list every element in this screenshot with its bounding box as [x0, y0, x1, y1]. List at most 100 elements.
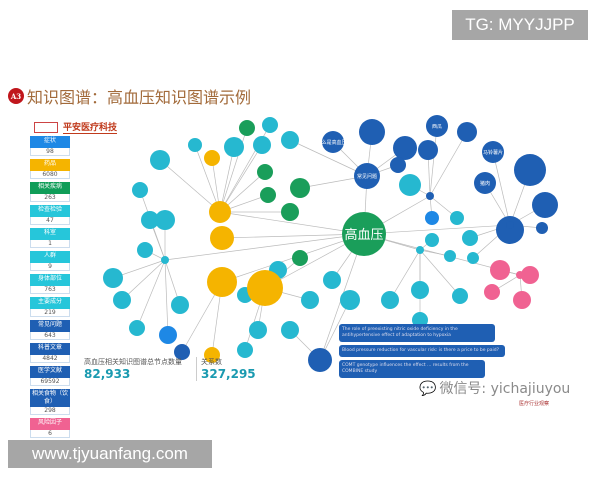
graph-node[interactable] — [281, 203, 299, 221]
graph-node[interactable] — [399, 174, 421, 196]
relation-count-value: 327,295 — [201, 367, 256, 381]
graph-node[interactable] — [457, 122, 477, 142]
graph-node[interactable] — [159, 326, 177, 344]
graph-node[interactable] — [204, 347, 220, 363]
graph-node[interactable] — [262, 117, 278, 133]
graph-node[interactable] — [506, 221, 514, 229]
graph-node[interactable] — [516, 271, 524, 279]
graph-node[interactable] — [113, 291, 131, 309]
graph-node[interactable] — [462, 230, 478, 246]
graph-node[interactable] — [103, 268, 123, 288]
wechat-watermark: 💬微信号: yichajiuyou — [419, 381, 570, 398]
graph-node[interactable] — [308, 348, 332, 372]
legend-value: 643 — [30, 332, 70, 340]
graph-node[interactable] — [425, 211, 439, 225]
graph-node[interactable] — [132, 182, 148, 198]
graph-node[interactable] — [467, 252, 479, 264]
graph-node[interactable] — [390, 157, 406, 173]
logo-mark — [34, 121, 58, 133]
graph-node[interactable] — [425, 233, 439, 247]
graph-node[interactable] — [322, 131, 344, 153]
graph-edge — [164, 233, 365, 261]
graph-node[interactable] — [359, 119, 385, 145]
graph-node[interactable] — [323, 271, 341, 289]
graph-node[interactable] — [474, 172, 496, 194]
graph-node[interactable] — [381, 291, 399, 309]
graph-node[interactable] — [150, 150, 170, 170]
graph-node[interactable] — [249, 321, 267, 339]
graph-node[interactable] — [496, 216, 524, 244]
graph-node-label: 常见问题 — [357, 173, 377, 180]
graph-node[interactable] — [210, 226, 234, 250]
graph-node[interactable] — [290, 178, 310, 198]
graph-node[interactable] — [450, 211, 464, 225]
legend-label: 药品 — [30, 159, 70, 171]
graph-node[interactable] — [239, 120, 255, 136]
graph-node[interactable] — [137, 242, 153, 258]
graph-node[interactable] — [257, 164, 273, 180]
graph-node[interactable] — [161, 256, 169, 264]
node-count-value: 82,933 — [84, 367, 131, 381]
graph-node[interactable] — [416, 246, 424, 254]
legend-label: 人群 — [30, 251, 70, 263]
graph-node-label: 猪肉 — [480, 180, 490, 187]
graph-node[interactable] — [155, 210, 175, 230]
graph-node[interactable] — [342, 212, 386, 256]
graph-node[interactable] — [247, 270, 283, 306]
legend-label: 科室 — [30, 228, 70, 240]
graph-node[interactable] — [253, 136, 271, 154]
graph-node[interactable] — [129, 320, 145, 336]
graph-node[interactable] — [188, 138, 202, 152]
graph-node[interactable] — [418, 140, 438, 160]
graph-edge — [194, 144, 221, 213]
graph-node[interactable] — [354, 163, 380, 189]
graph-node[interactable] — [340, 290, 360, 310]
graph-node[interactable] — [426, 192, 434, 200]
graph-node[interactable] — [171, 296, 189, 314]
reference-card: COMT genotype influences the effect ... … — [339, 360, 485, 378]
graph-node[interactable] — [536, 222, 548, 234]
graph-node[interactable] — [141, 211, 159, 229]
graph-node[interactable] — [513, 291, 531, 309]
graph-node[interactable] — [532, 192, 558, 218]
graph-node[interactable] — [521, 266, 539, 284]
graph-edge — [419, 249, 461, 297]
graph-node[interactable] — [292, 250, 308, 266]
graph-node[interactable] — [260, 187, 276, 203]
graph-node[interactable] — [393, 136, 417, 160]
legend-value: 1 — [30, 240, 70, 248]
graph-node[interactable] — [204, 150, 220, 166]
legend-label: 症状 — [30, 136, 70, 148]
graph-node[interactable] — [281, 131, 299, 149]
graph-edge — [429, 125, 438, 197]
legend-value: 9 — [30, 263, 70, 271]
graph-node[interactable] — [484, 284, 500, 300]
graph-node[interactable] — [411, 281, 429, 299]
wechat-sub: 医疗行业观察 — [519, 401, 550, 407]
graph-node[interactable] — [452, 288, 468, 304]
graph-node[interactable] — [482, 141, 504, 163]
legend-label: 科普文章 — [30, 343, 70, 355]
graph-node-label: 马铃薯片 — [483, 149, 503, 156]
graph-node[interactable] — [209, 201, 231, 223]
relation-count-label: 关系数 — [201, 358, 222, 366]
graph-node[interactable] — [207, 267, 237, 297]
graph-node[interactable] — [490, 260, 510, 280]
graph-node[interactable] — [281, 321, 299, 339]
graph-node[interactable] — [237, 342, 253, 358]
graph-node[interactable] — [174, 344, 190, 360]
graph-edge — [289, 139, 368, 177]
graph-node[interactable] — [426, 115, 448, 137]
graph-node[interactable] — [224, 137, 244, 157]
graph-node[interactable] — [444, 250, 456, 262]
graph-node[interactable] — [514, 154, 546, 186]
graph-node[interactable] — [301, 291, 319, 309]
